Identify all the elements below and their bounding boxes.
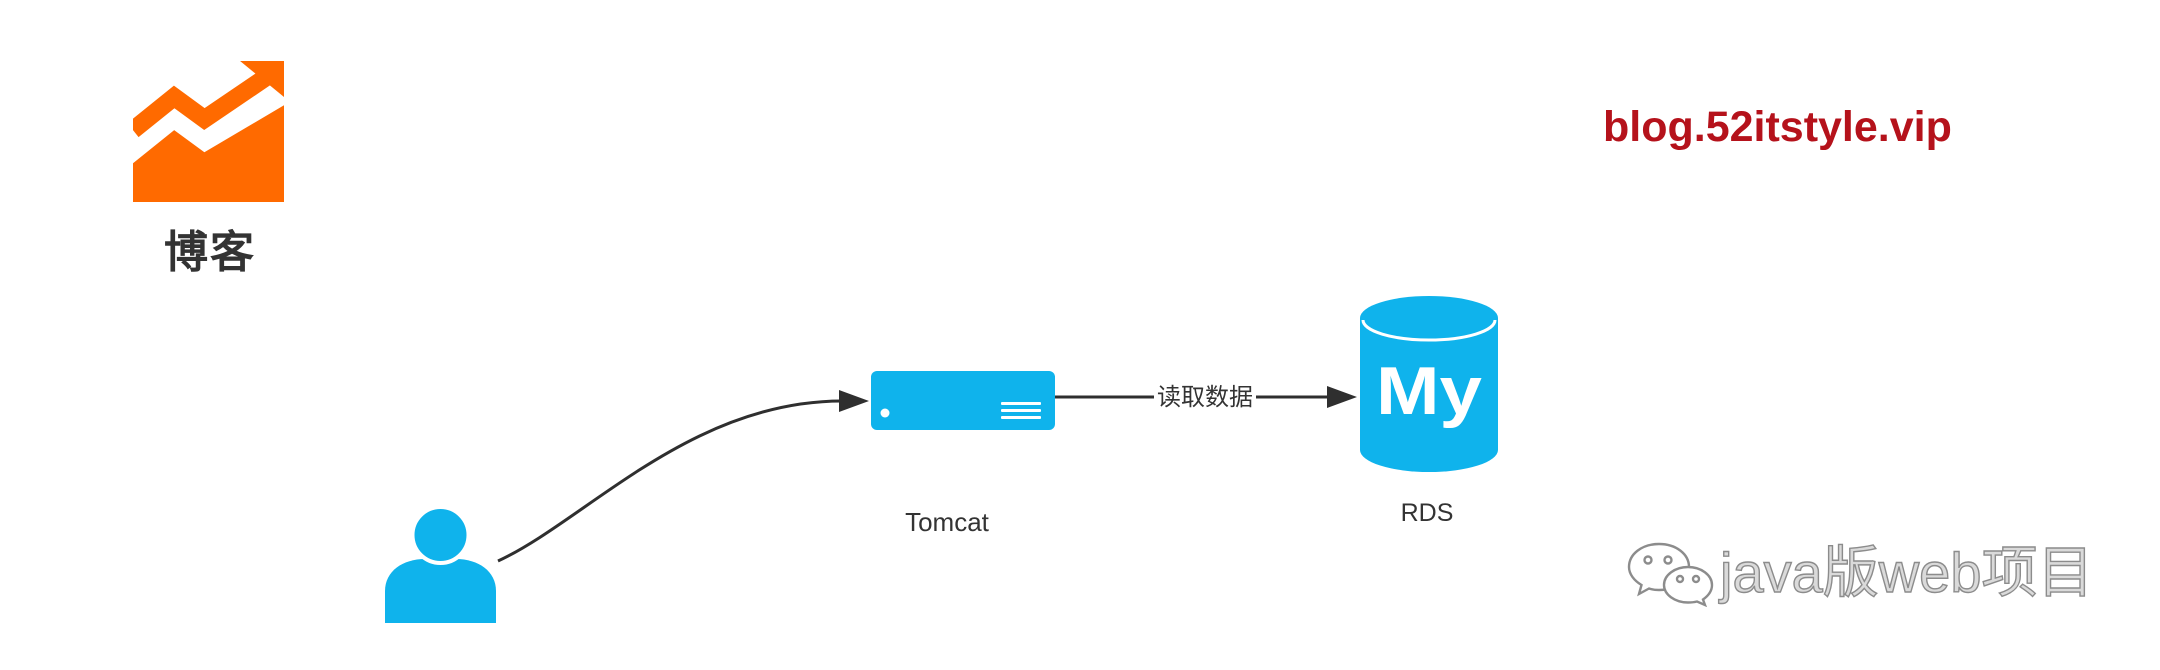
mysql-database-icon: My	[1360, 296, 1498, 472]
mysql-logo-text: My	[1376, 353, 1482, 429]
wechat-small-bubble	[1662, 565, 1714, 607]
tomcat-to-rds-arrowhead	[1327, 386, 1357, 408]
user-icon	[385, 505, 496, 623]
wechat-bubbles	[1627, 542, 1714, 607]
wechat-large-eye	[1643, 555, 1653, 565]
blog-title: 博客	[164, 228, 256, 277]
database-top-rim	[1361, 319, 1497, 342]
server-vent-line	[1001, 409, 1041, 412]
read-data-label: 读取数据	[1154, 383, 1256, 413]
server-vent-line	[1001, 416, 1041, 419]
server-chassis	[871, 371, 1055, 430]
user-icon-head	[410, 505, 471, 565]
wechat-small-eye	[1691, 574, 1701, 584]
rds-label: RDS	[1400, 499, 1454, 527]
user-to-tomcat-connector	[497, 399, 843, 563]
wechat-large-eye	[1663, 555, 1673, 565]
wechat-icon	[1627, 542, 1714, 607]
watermark-text: java版web项目	[1719, 540, 2094, 604]
trending-chart-icon	[133, 61, 284, 202]
logo-lower-block	[133, 105, 284, 202]
user-to-tomcat-arrowhead	[839, 390, 869, 412]
server-status-dot	[880, 408, 890, 418]
logo-trend-line	[133, 68, 273, 138]
wechat-small-eye	[1675, 574, 1685, 584]
site-url: blog.52itstyle.vip	[1603, 103, 1952, 151]
server-icon	[871, 371, 1055, 430]
user-icon-body	[385, 559, 496, 623]
server-vent-line	[1001, 402, 1041, 405]
tomcat-label: Tomcat	[905, 507, 989, 537]
database-cylinder	[1360, 296, 1498, 472]
